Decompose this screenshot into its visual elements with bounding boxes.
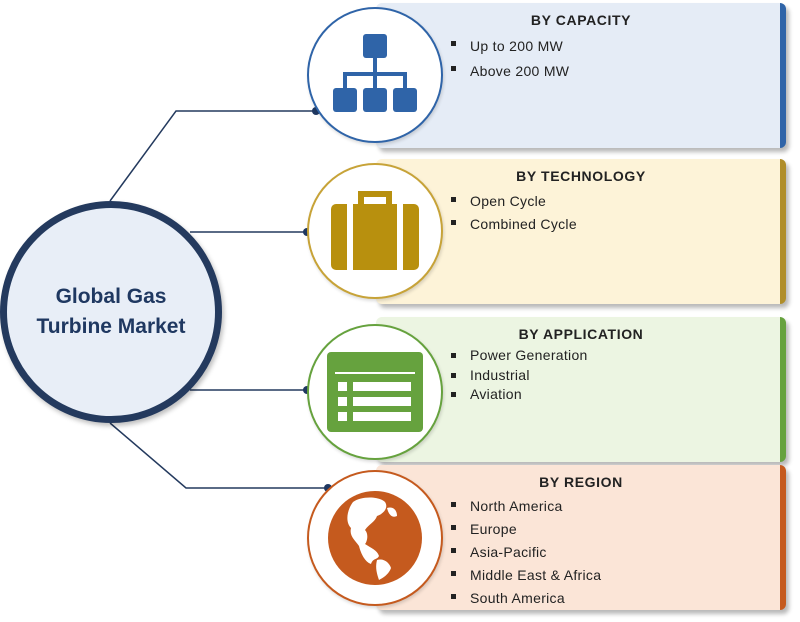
segment-item: Aviation bbox=[451, 385, 780, 405]
briefcase-icon bbox=[331, 191, 419, 270]
segment-item: South America bbox=[451, 587, 780, 610]
segment-card-application: BY APPLICATION Power Generation Industri… bbox=[376, 317, 786, 462]
segment-title: BY CAPACITY bbox=[530, 12, 632, 28]
globe-icon bbox=[328, 491, 422, 585]
segment-item: Middle East & Africa bbox=[451, 564, 780, 587]
segment-card-capacity: BY CAPACITY Up to 200 MW Above 200 MW bbox=[376, 3, 786, 148]
hub-circle: Global Gas Turbine Market bbox=[0, 201, 222, 423]
hub-title: Global Gas Turbine Market bbox=[36, 285, 186, 338]
icon-circle-region bbox=[307, 470, 443, 606]
icon-circle-technology bbox=[307, 163, 443, 299]
segment-item: Europe bbox=[451, 518, 780, 541]
hierarchy-icon bbox=[333, 34, 417, 112]
segment-title: BY REGION bbox=[539, 474, 623, 490]
connector-capacity bbox=[109, 110, 316, 202]
list-form-icon bbox=[327, 352, 423, 432]
segment-item: Industrial bbox=[451, 366, 780, 386]
segment-item: Combined Cycle bbox=[451, 213, 780, 236]
segment-items: North America Europe Asia-Pacific Middle… bbox=[376, 495, 780, 610]
segment-item: Asia-Pacific bbox=[451, 541, 780, 564]
icon-circle-application bbox=[307, 324, 443, 460]
segment-items: Open Cycle Combined Cycle bbox=[376, 190, 780, 236]
segment-item: Power Generation bbox=[451, 346, 780, 366]
segment-item: Open Cycle bbox=[451, 190, 780, 213]
segment-title: BY APPLICATION bbox=[518, 326, 644, 342]
segment-items: Up to 200 MW Above 200 MW bbox=[376, 34, 780, 84]
segment-card-region: BY REGION North America Europe Asia-Paci… bbox=[376, 465, 786, 610]
segment-items: Power Generation Industrial Aviation bbox=[376, 346, 780, 405]
segment-item: Above 200 MW bbox=[451, 59, 780, 84]
icon-circle-capacity bbox=[307, 7, 443, 143]
segment-item: North America bbox=[451, 495, 780, 518]
segment-item: Up to 200 MW bbox=[451, 34, 780, 59]
segment-title: BY TECHNOLOGY bbox=[516, 168, 646, 184]
connector-region bbox=[109, 422, 328, 489]
segment-card-technology: BY TECHNOLOGY Open Cycle Combined Cycle bbox=[376, 159, 786, 304]
